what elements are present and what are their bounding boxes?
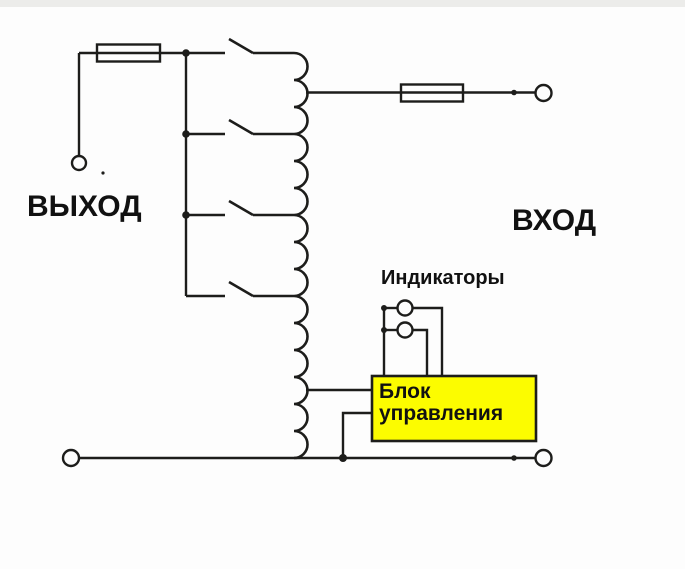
indicator-right-wire [412, 328, 429, 376]
control-block-box [370, 374, 538, 443]
control-block-wiring [306, 388, 372, 458]
junction-dot [381, 305, 387, 311]
indicators-group [381, 299, 444, 376]
stray-mark [101, 171, 105, 175]
selector-switch-3 [186, 199, 294, 217]
bottom-rail [61, 448, 553, 468]
control-block-label-line2: управления [379, 402, 503, 425]
indicator-lamp-icon [396, 299, 414, 317]
output-branch [70, 43, 186, 175]
control-block-label-line1: Блок [379, 380, 431, 403]
tap-selector [182, 37, 294, 298]
output-fuse-icon [95, 43, 162, 63]
control-to-rail-wire [341, 411, 372, 458]
scan-artifact-band [0, 0, 685, 7]
input-label: ВХОД [512, 204, 596, 237]
selector-switch-2 [186, 118, 294, 136]
connection-dot [511, 89, 517, 96]
input-terminal-icon [534, 83, 553, 103]
indicator-right-wire [412, 306, 444, 376]
switch-blade-icon [228, 118, 254, 136]
input-fuse-icon [399, 83, 465, 103]
transformer-winding-icon [293, 51, 309, 460]
switch-blade-icon [228, 199, 254, 217]
selector-switch-4 [186, 280, 294, 298]
indicators-label: Индикаторы [381, 267, 505, 289]
output-terminal-icon [70, 154, 88, 172]
input-branch [306, 83, 553, 103]
bottom-left-terminal-icon [61, 448, 81, 468]
control-block: Блок управления [370, 374, 538, 443]
bottom-right-terminal-icon [534, 448, 553, 468]
indicator-lamp-icon [396, 321, 414, 339]
selector-switch-1 [186, 37, 294, 55]
connection-dot [511, 455, 517, 461]
switch-blade-icon [228, 37, 254, 55]
output-label: ВЫХОД [27, 190, 142, 223]
junction-dot [381, 327, 387, 333]
switch-blade-icon [228, 280, 254, 298]
